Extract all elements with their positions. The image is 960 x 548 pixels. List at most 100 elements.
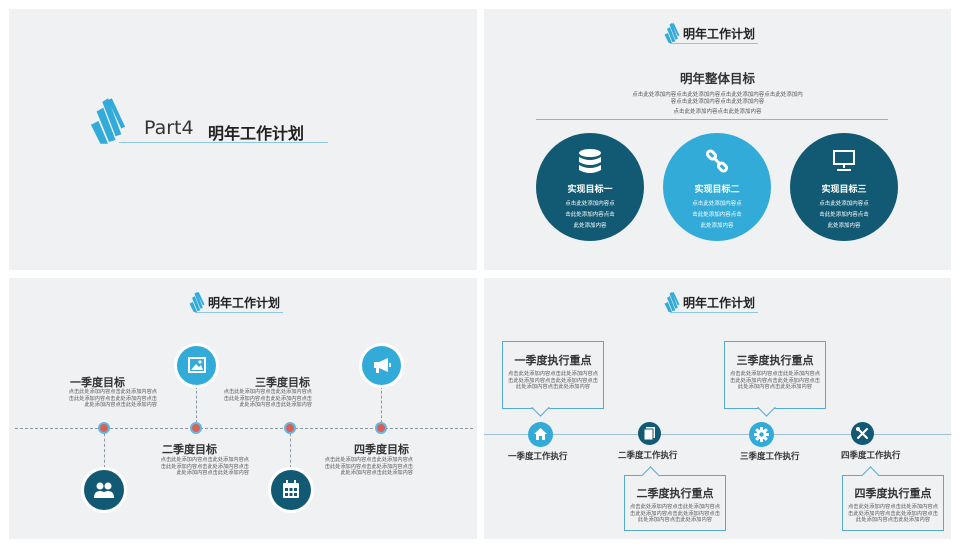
q1-text-2: 击此处添加内容点击此处添加内容点击 [68,395,157,402]
callout-text-4a: 点击此处添加内容点击此处添加内容点 [847,504,939,510]
goals-heading: 明年整体目标 [679,71,755,86]
database-icon [579,149,601,173]
step-label-4: 四季度工作执行 [841,451,901,461]
goal-text-3a: 点击此处添加内容点 [819,201,869,207]
goal-text-1b: 击此处添加内容点击 [565,212,615,218]
callout-title-3: 三季度执行重点 [736,354,814,367]
logo-stripes-icon [89,97,127,145]
callout-text-1a: 点击此处添加内容点击此处添加内容点 [507,371,599,377]
document-icon [644,427,655,440]
timeline-line [15,428,473,429]
connector-q3 [290,428,291,468]
gear-icon [754,427,769,442]
header-title: 明年工作计划 [683,27,756,41]
step-label-3: 三季度工作执行 [740,452,800,462]
callout-box-4[interactable]: 四季度执行重点 点击此处添加内容点击此处添加内容点 击此处添加内容点击此处添加内… [842,475,944,531]
callout-title-4: 四季度执行重点 [854,487,932,500]
part-label: Part4 [144,117,194,139]
slide-quarter-goals[interactable]: 明年工作计划 一季度目标 点击此处添加内容点击此处添加内容点 击此处添加内容点击… [9,278,477,539]
q4-text-3: 此处添加内容点击此处添加内容 [340,470,413,476]
q3-text-1: 点击此处添加内容点击此处添加内容点 [223,389,312,395]
callout-text-4b: 击此处添加内容点击此处添加内容点击 [847,510,939,517]
step-circle-1[interactable] [528,422,553,447]
q2-icon-ring[interactable] [174,343,219,388]
home-icon [534,428,547,440]
q2-title: 二季度目标 [162,443,217,456]
goal-text-2a: 点击此处添加内容点 [692,201,742,207]
computer-icon [833,150,855,171]
goal-circle-3[interactable]: 实现目标三 点击此处添加内容点 击此处添加内容点击 此处添加内容 [790,133,898,241]
callout-text-2b: 击此处添加内容点击此处添加内容点击 [629,510,721,517]
connector-q1 [104,428,105,468]
header-underline [670,312,758,313]
goal-text-3b: 击此处添加内容点击 [819,212,869,218]
goal-title-1: 实现目标一 [567,185,613,195]
callout-text-2a: 点击此处添加内容点击此处添加内容点 [629,504,721,510]
goal-title-3: 实现目标三 [821,185,867,195]
slide-quarter-execution[interactable]: 明年工作计划 一季度执行重点 点击此处添加内容点击此处添加内容点 击此处添加内容… [484,278,951,539]
q3-text-2: 击此处添加内容点击此处添加内容点击 [223,395,312,402]
link-icon [705,149,729,173]
goals-desc-2: 容点击此处添加内容点击此处添加内容 [670,99,765,105]
goal-circle-1[interactable]: 实现目标一 点击此处添加内容点 击此处添加内容点击 此处添加内容 [536,133,644,241]
slide-header: 明年工作计划 [9,292,477,318]
logo-stripes-icon [663,23,681,43]
header-title: 明年工作计划 [683,296,756,310]
users-icon [94,482,114,498]
timeline-dot-1 [98,422,110,434]
goal-title-2: 实现目标二 [694,185,740,195]
callout-text-1b: 击此处添加内容点击此处添加内容点击 [507,377,599,384]
timeline-dot-4 [375,422,387,434]
tools-icon [856,427,868,439]
header-underline [195,312,283,313]
callout-box-2[interactable]: 二季度执行重点 点击此处添加内容点击此处添加内容点 击此处添加内容点击此处添加内… [624,475,726,531]
goal-text-1a: 点击此处添加内容点 [565,201,615,207]
callout-title-2: 二季度执行重点 [636,487,714,500]
q1-title: 一季度目标 [70,376,125,389]
logo-stripes-icon [188,292,206,312]
goal-text-1c: 此处添加内容 [573,223,607,229]
step-label-2: 二季度工作执行 [618,451,678,461]
q4-text-1: 点击此处添加内容点击此处添加内容点 [324,457,413,463]
cover-title: 明年工作计划 [208,124,305,143]
q4-title: 四季度目标 [354,443,409,456]
calendar-icon [283,480,299,498]
q4-icon-ring[interactable] [359,343,404,388]
goal-text-2c: 此处添加内容 [700,223,734,229]
q1-text-1: 点击此处添加内容点击此处添加内容点 [68,389,157,395]
callout-title-1: 一季度执行重点 [514,354,592,367]
goal-circle-2[interactable]: 实现目标二 点击此处添加内容点 击此处添加内容点击 此处添加内容 [663,133,771,241]
connector-q4 [381,381,382,428]
step-circle-4[interactable] [851,422,874,445]
step-circle-3[interactable] [749,422,774,447]
slide-header: 明年工作计划 [484,23,951,49]
q1-text-3: 此处添加内容点击此处添加内容 [84,402,157,408]
cover-underline [119,142,328,143]
q2-text-2: 击此处添加内容点击此处添加内容点击 [160,463,249,470]
callout-box-3[interactable]: 三季度执行重点 点击此处添加内容点击此处添加内容点 击此处添加内容点击此处添加内… [724,341,826,409]
slide-header: 明年工作计划 [484,292,951,318]
q3-icon-ring[interactable] [268,467,314,513]
image-icon [188,357,206,373]
callout-box-1[interactable]: 一季度执行重点 点击此处添加内容点击此处添加内容点 击此处添加内容点击此处添加内… [502,341,604,409]
slide-part4-cover[interactable]: Part4 明年工作计划 [9,9,477,270]
logo-stripes-icon [663,292,681,312]
goal-text-3c: 此处添加内容 [827,223,861,229]
callout-text-3a: 点击此处添加内容点击此处添加内容点 [729,371,821,377]
callout-text-2c: 此处添加内容点击此处添加内容 [637,517,713,523]
callout-text-3c: 此处添加内容点击此处添加内容 [737,384,813,390]
q1-icon-ring[interactable] [81,467,127,513]
connector-q2 [196,381,197,428]
q2-text-1: 点击此处添加内容点击此处添加内容点 [160,457,249,463]
goals-desc-3: 点击此处添加内容点击此处添加内容 [673,109,762,115]
callout-text-3b: 击此处添加内容点击此处添加内容点击 [729,377,821,384]
callout-text-4c: 此处添加内容点击此处添加内容 [855,517,931,523]
q4-text-2: 击此处添加内容点击此处添加内容点击 [324,463,413,470]
header-underline [670,43,758,44]
q2-text-3: 此处添加内容点击此处添加内容 [176,470,249,476]
q3-title: 三季度目标 [255,376,310,389]
slide-annual-goals[interactable]: 明年工作计划 明年整体目标 点击此处添加内容点击此处添加内容点击此处添加内容点击… [484,9,951,270]
timeline-dot-3 [284,422,296,434]
execution-timeline [484,434,951,435]
step-circle-2[interactable] [638,422,661,445]
